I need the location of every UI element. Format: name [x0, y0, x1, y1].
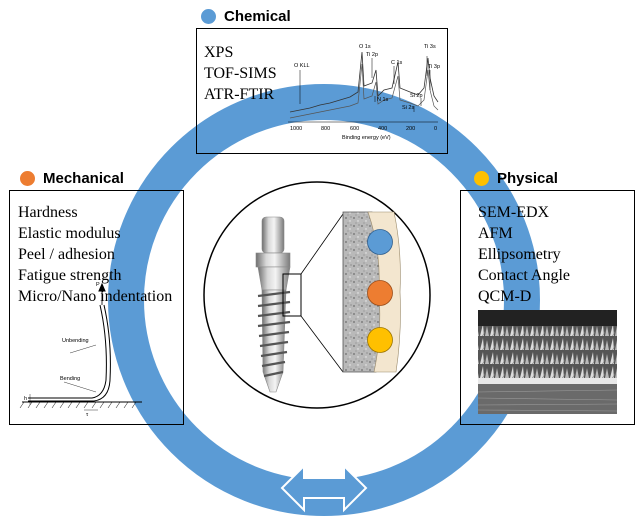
- peak-label: Ti 2p: [366, 52, 378, 58]
- double-arrow-icon: [280, 463, 368, 513]
- bending-label: Bending: [60, 376, 80, 382]
- peak-label: N 1s: [377, 97, 389, 103]
- method-item: Contact Angle: [478, 267, 570, 284]
- sem-image: [477, 310, 618, 414]
- peak-label: Si 2p: [410, 93, 423, 99]
- peak-label: C 1s: [391, 60, 403, 66]
- force-label: P: [96, 282, 100, 288]
- mechanical-title: Mechanical: [43, 170, 124, 187]
- physical-title: Physical: [497, 170, 558, 187]
- method-item: QCM-D: [478, 288, 532, 305]
- mechanical-methods: Hardness Elastic modulus Peel / adhesion…: [18, 202, 172, 307]
- chemical-methods: XPS TOF-SIMS ATR-FTIR: [204, 42, 277, 105]
- physical-box: [460, 190, 635, 425]
- method-item: Hardness: [18, 204, 78, 221]
- peak-label: O KLL: [294, 63, 310, 69]
- peak-label: Ti 3s: [424, 44, 436, 50]
- chemical-layer-dot: [367, 229, 393, 255]
- axis-tick: 0: [434, 126, 437, 132]
- chemical-heading: Chemical: [201, 8, 291, 25]
- method-item: TOF-SIMS: [204, 65, 277, 82]
- method-item: XPS: [204, 44, 234, 61]
- axis-tick: 600: [350, 126, 359, 132]
- mechanical-layer-dot: [367, 280, 393, 306]
- peak-label: Si 2s: [402, 105, 414, 111]
- mechanical-dot-icon: [20, 171, 35, 186]
- dental-implant-icon: [255, 213, 344, 393]
- xps-spectrum: O KLL O 1s Ti 2p C 1s N 1s Si 2p Si 2s T…: [288, 44, 440, 141]
- physical-layer-dot: [367, 327, 393, 353]
- chemical-box: [196, 28, 448, 154]
- tau-label: τ: [86, 412, 89, 418]
- peel-test-labels: P Unbending Bending h τ: [24, 282, 100, 418]
- method-item: Ellipsometry: [478, 246, 561, 263]
- method-item: Elastic modulus: [18, 225, 121, 242]
- unbending-label: Unbending: [62, 338, 89, 344]
- axis-tick: 800: [321, 126, 330, 132]
- axis-tick: 400: [378, 126, 387, 132]
- method-item: Micro/Nano indentation: [18, 288, 173, 305]
- mechanical-box: [9, 190, 184, 425]
- axis-tick: 1000: [290, 126, 302, 132]
- chemical-dot-icon: [201, 9, 216, 24]
- physical-methods: SEM-EDX AFM Ellipsometry Contact Angle Q…: [478, 202, 570, 307]
- chemical-title: Chemical: [224, 8, 291, 25]
- axis-label: Binding energy (eV): [342, 135, 391, 141]
- h-label: h: [24, 396, 27, 402]
- method-item: SEM-EDX: [478, 204, 550, 221]
- axis-tick: 200: [406, 126, 415, 132]
- mechanical-heading: Mechanical: [20, 170, 124, 187]
- method-item: ATR-FTIR: [204, 86, 275, 103]
- peak-label: Ti 3p: [428, 64, 440, 70]
- method-item: Fatigue strength: [18, 267, 122, 284]
- method-item: Peel / adhesion: [18, 246, 115, 263]
- peak-label: O 1s: [359, 44, 371, 50]
- method-item: AFM: [478, 225, 513, 242]
- physical-dot-icon: [474, 171, 489, 186]
- peel-test-sketch: [19, 282, 142, 411]
- physical-heading: Physical: [474, 170, 558, 187]
